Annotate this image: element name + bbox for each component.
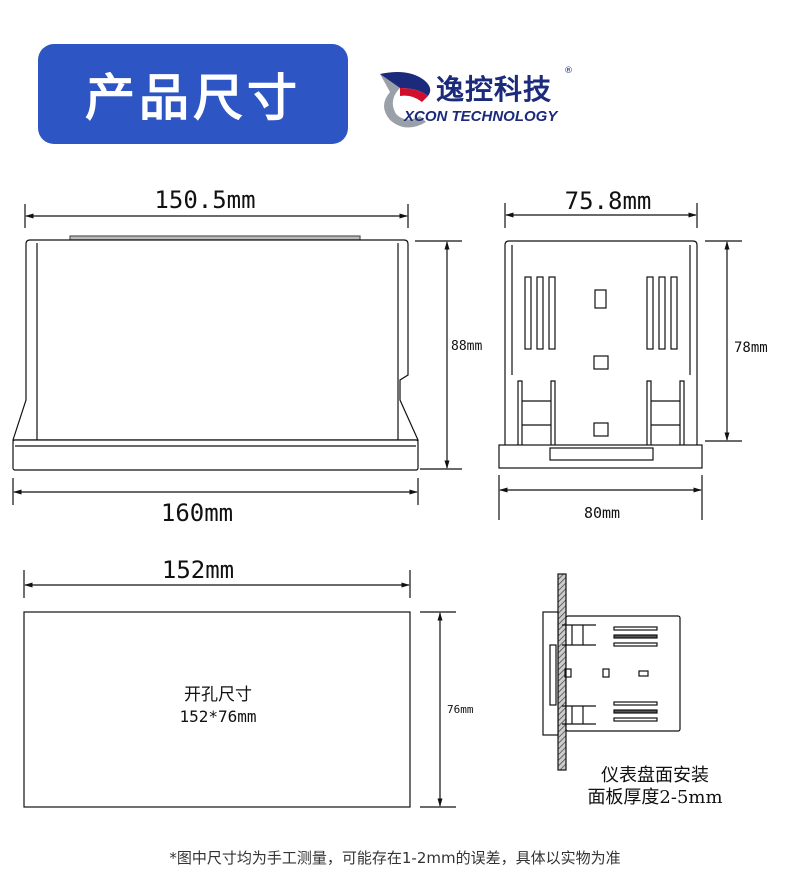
panel-mount-view: 仪表盘面安装 面板厚度2-5mm <box>542 573 723 808</box>
brand-logo: 逸控科技 ® XCON TECHNOLOGY <box>378 66 578 128</box>
logo-mark-icon <box>380 72 431 128</box>
title-banner: 产品尺寸 <box>38 44 348 144</box>
logo-cn-text: 逸控科技 <box>436 73 553 106</box>
cutout-size-label: 152*76mm <box>179 707 256 726</box>
cutout-width-label: 152mm <box>162 556 234 584</box>
side-view: 75.8mm 78mm 80mm <box>498 187 768 522</box>
cutout-label: 开孔尺寸 <box>184 685 252 705</box>
front-view: 150.5mm 88mm 160mm <box>12 186 482 527</box>
front-width-bottom-label: 160mm <box>161 499 233 527</box>
cutout-height-label: 76mm <box>447 703 474 716</box>
page-title: 产品尺寸 <box>85 69 301 127</box>
panel-mount-line1: 仪表盘面安装 <box>601 765 709 786</box>
cutout-view: 152mm 开孔尺寸 152*76mm 76mm <box>23 556 474 808</box>
side-width-bottom-label: 80mm <box>584 504 620 522</box>
footnote: *图中尺寸均为手工测量，可能存在1-2mm的误差，具体以实物为准 <box>169 849 621 867</box>
registered-mark: ® <box>564 66 573 76</box>
logo-en-text: XCON TECHNOLOGY <box>404 108 558 125</box>
front-height-label: 88mm <box>451 339 482 354</box>
side-width-top-label: 75.8mm <box>565 187 652 215</box>
front-width-top-label: 150.5mm <box>154 186 255 214</box>
panel-mount-line2: 面板厚度2-5mm <box>587 787 722 808</box>
side-height-label: 78mm <box>734 340 768 356</box>
